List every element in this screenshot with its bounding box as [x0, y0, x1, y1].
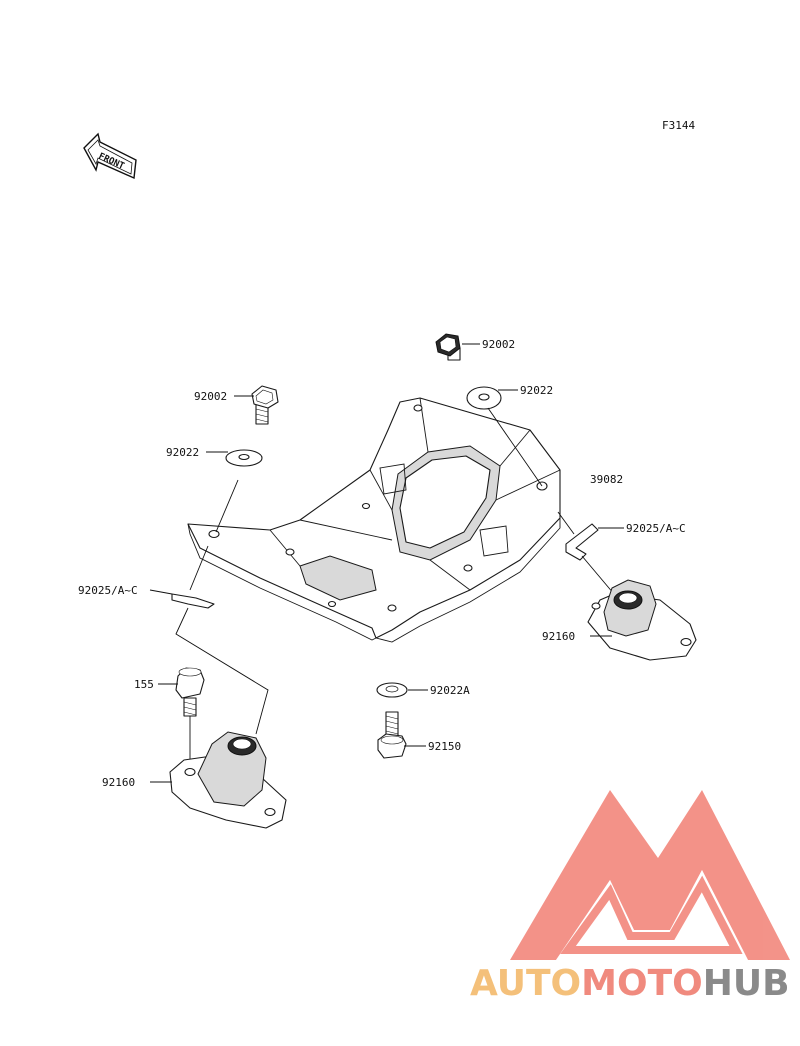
watermark-hub: HUB — [703, 963, 790, 1004]
label-92025-left: 92025/A~C — [78, 584, 138, 597]
label-155: 155 — [134, 678, 154, 691]
label-92002-top-left: 92002 — [194, 390, 227, 403]
bolt-top-left — [251, 385, 279, 425]
washer-top-left — [225, 449, 263, 467]
label-92022-top-left: 92022 — [166, 446, 199, 459]
watermark-auto: AUTO — [470, 963, 581, 1004]
watermark-text: AUTOMOTOHUB — [470, 963, 790, 1004]
label-39082: 39082 — [590, 473, 623, 486]
bracket-frame — [187, 397, 561, 643]
label-92002-top-right: 92002 — [482, 338, 515, 351]
label-92160-left: 92160 — [102, 776, 135, 789]
clip-right — [565, 523, 599, 561]
engine-mount-right — [587, 579, 697, 661]
bolt-left — [175, 667, 205, 717]
watermark-moto: MOTO — [581, 963, 703, 1004]
front-arrow-icon: FRONT — [83, 132, 137, 180]
watermark-logo — [510, 790, 790, 960]
washer-center — [376, 682, 408, 698]
label-92022A: 92022A — [430, 684, 470, 697]
label-92160-right: 92160 — [542, 630, 575, 643]
clip-left — [171, 593, 215, 609]
figure-code: F3144 — [662, 119, 695, 132]
engine-mount-left — [169, 731, 287, 829]
label-92025-right: 92025/A~C — [626, 522, 686, 535]
bolt-top-right — [435, 333, 461, 361]
label-92022-top-right: 92022 — [520, 384, 553, 397]
washer-top-right — [466, 386, 502, 410]
bolt-center — [377, 711, 407, 759]
label-92150: 92150 — [428, 740, 461, 753]
